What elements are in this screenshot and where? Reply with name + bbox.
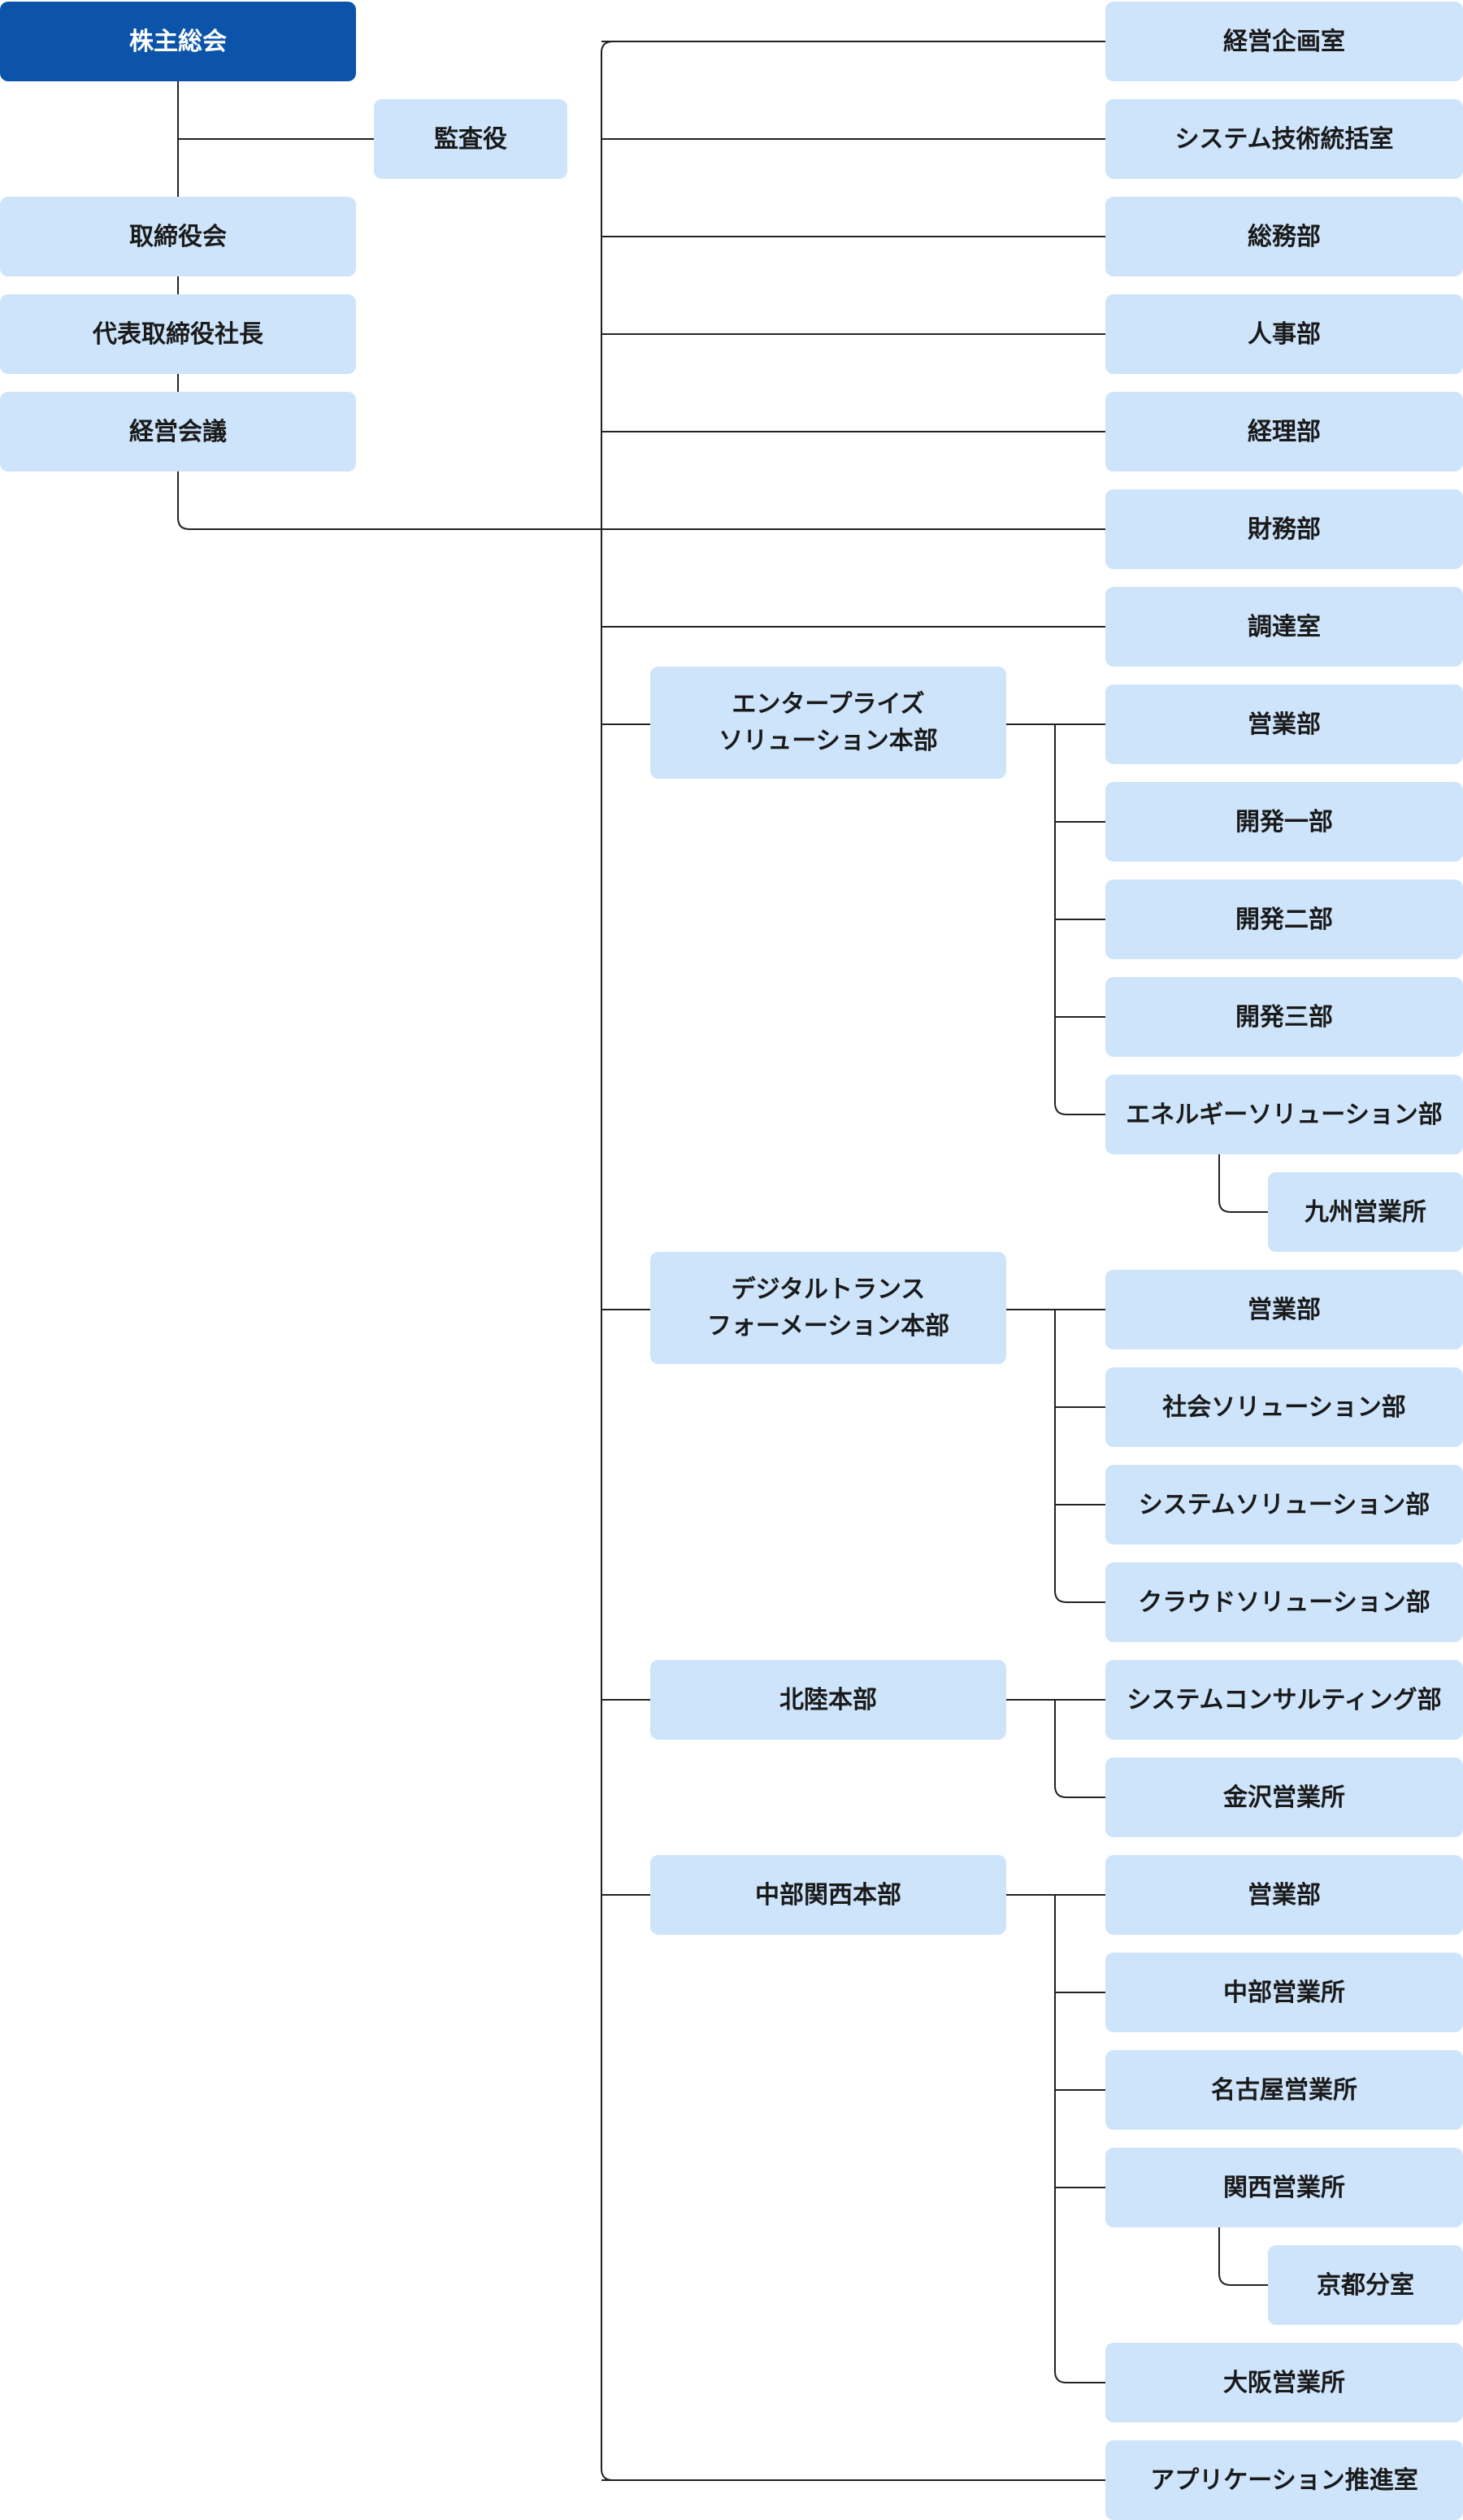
node-dept-dx-0: 営業部 xyxy=(1105,1270,1463,1349)
node-dept-enterprise-1: 開発一部 xyxy=(1105,782,1463,862)
node-dept-chubu-kansai-0: 営業部 xyxy=(1105,1855,1463,1935)
node-procurement: 調達室 xyxy=(1105,587,1463,667)
line-chubu-kansai-branch xyxy=(1054,1895,1105,2383)
node-president: 代表取締役社長 xyxy=(0,294,356,374)
node-system-tech: システム技術統括室 xyxy=(1105,99,1463,179)
node-sub-enterprise-4-0: 九州営業所 xyxy=(1268,1172,1463,1252)
node-dept-enterprise-3: 開発三部 xyxy=(1105,977,1463,1057)
node-dept-chubu-kansai-1: 中部営業所 xyxy=(1105,1953,1463,2032)
node-dept-chubu-kansai-2: 名古屋営業所 xyxy=(1105,2050,1463,2130)
line-sub-chubu-kansai-3 xyxy=(1218,2227,1268,2286)
line-hokuriku-branch xyxy=(1054,1700,1105,1798)
node-accounting: 経理部 xyxy=(1105,392,1463,471)
node-dept-enterprise-0: 営業部 xyxy=(1105,684,1463,764)
node-division-chubu-kansai: 中部関西本部 xyxy=(650,1855,1006,1935)
node-shareholders: 株主総会 xyxy=(0,2,356,81)
node-dept-chubu-kansai-4: 大阪営業所 xyxy=(1105,2343,1463,2422)
node-corporate-planning: 経営企画室 xyxy=(1105,2,1463,81)
node-sub-chubu-kansai-3-0: 京都分室 xyxy=(1268,2245,1463,2325)
node-dept-hokuriku-1: 金沢営業所 xyxy=(1105,1757,1463,1837)
node-division-enterprise: エンタープライズ ソリューション本部 xyxy=(650,667,1006,779)
node-dept-dx-1: 社会ソリューション部 xyxy=(1105,1367,1463,1447)
node-division-dx: デジタルトランス フォーメーション本部 xyxy=(650,1252,1006,1364)
node-finance: 財務部 xyxy=(1105,489,1463,569)
line-trunk xyxy=(601,41,1105,2481)
line-dx-branch xyxy=(1054,1310,1105,1603)
node-dept-dx-3: クラウドソリューション部 xyxy=(1105,1562,1463,1642)
line-meeting-to-trunk xyxy=(177,471,601,530)
node-general-affairs: 総務部 xyxy=(1105,197,1463,276)
node-auditor: 監査役 xyxy=(374,99,567,179)
line-sub-enterprise-4 xyxy=(1218,1154,1268,1213)
node-management-meeting: 経営会議 xyxy=(0,392,356,471)
line-enterprise-branch xyxy=(1054,724,1105,1115)
node-app-promotion: アプリケーション推進室 xyxy=(1105,2440,1463,2520)
node-dept-enterprise-2: 開発二部 xyxy=(1105,880,1463,959)
node-dept-chubu-kansai-3: 関西営業所 xyxy=(1105,2148,1463,2227)
node-dept-dx-2: システムソリューション部 xyxy=(1105,1465,1463,1545)
node-dept-enterprise-4: エネルギーソリューション部 xyxy=(1105,1075,1463,1154)
node-dept-hokuriku-0: システムコンサルティング部 xyxy=(1105,1660,1463,1740)
node-division-hokuriku: 北陸本部 xyxy=(650,1660,1006,1740)
node-board: 取締役会 xyxy=(0,197,356,276)
node-hr: 人事部 xyxy=(1105,294,1463,374)
